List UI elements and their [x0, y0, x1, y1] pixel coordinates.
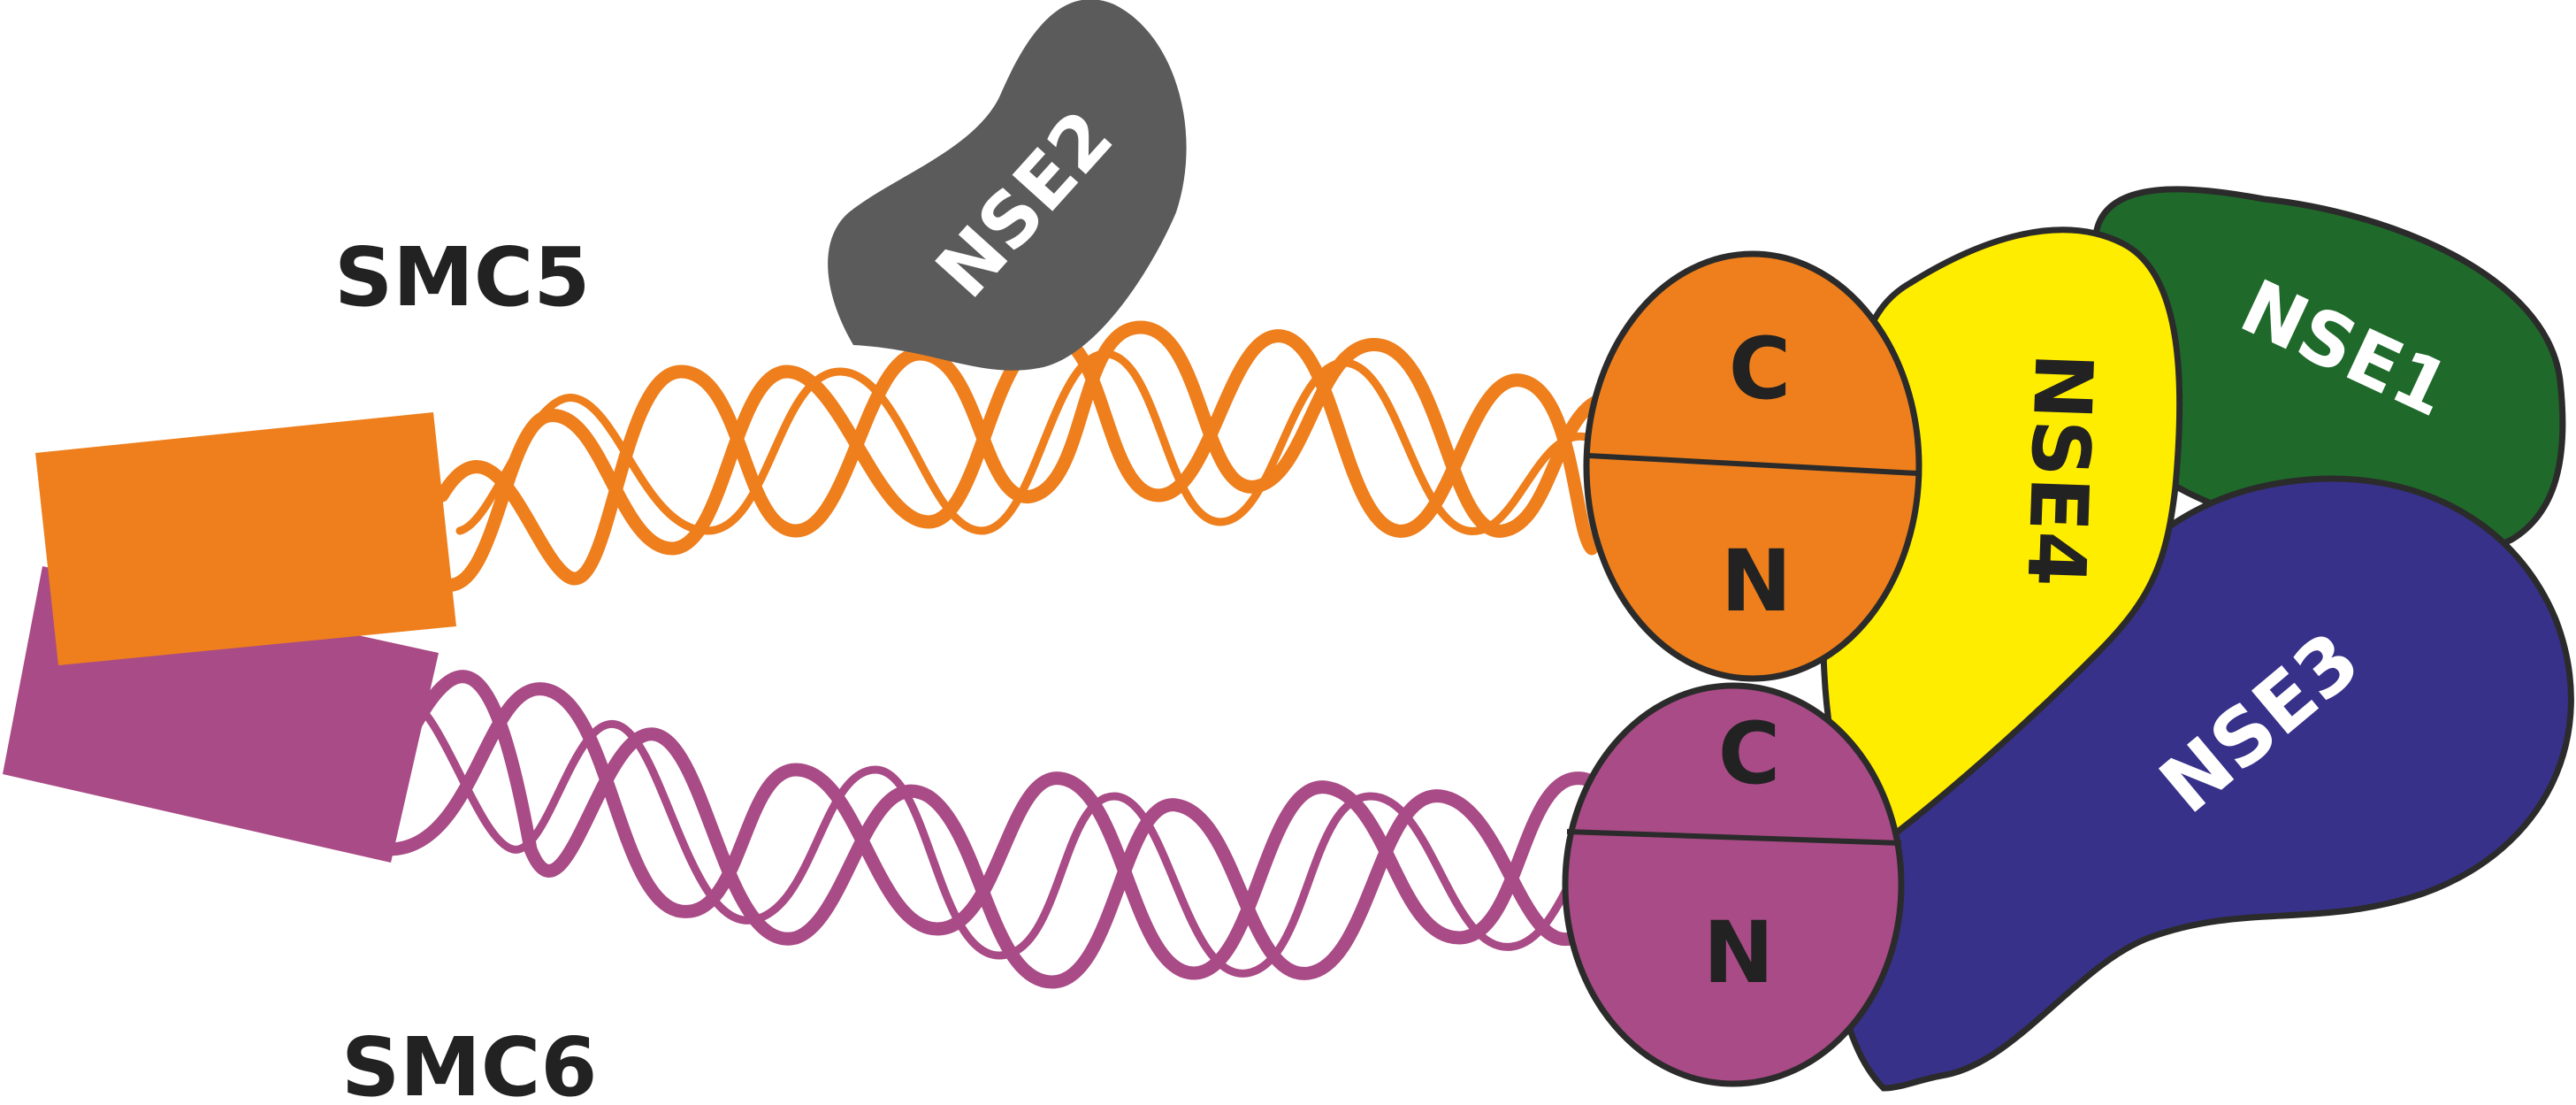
- smc5-c-terminus-label: C: [1729, 319, 1791, 418]
- smc5-head: [1583, 250, 1922, 682]
- smc6-n-terminus-label: N: [1703, 903, 1774, 1002]
- smc6-coiled-coil: [382, 670, 1670, 989]
- smc5-label: SMC5: [334, 230, 590, 325]
- smc6-c-terminus-label: C: [1718, 704, 1780, 803]
- nse2-subunit: [828, 0, 1187, 371]
- smc6-label: SMC6: [341, 1020, 597, 1101]
- smc5-hinge: [35, 412, 456, 665]
- smc5-n-terminus-label: N: [1721, 532, 1792, 631]
- smc6-head: [1562, 682, 1905, 1087]
- nse4-label: NSE4: [2008, 351, 2109, 588]
